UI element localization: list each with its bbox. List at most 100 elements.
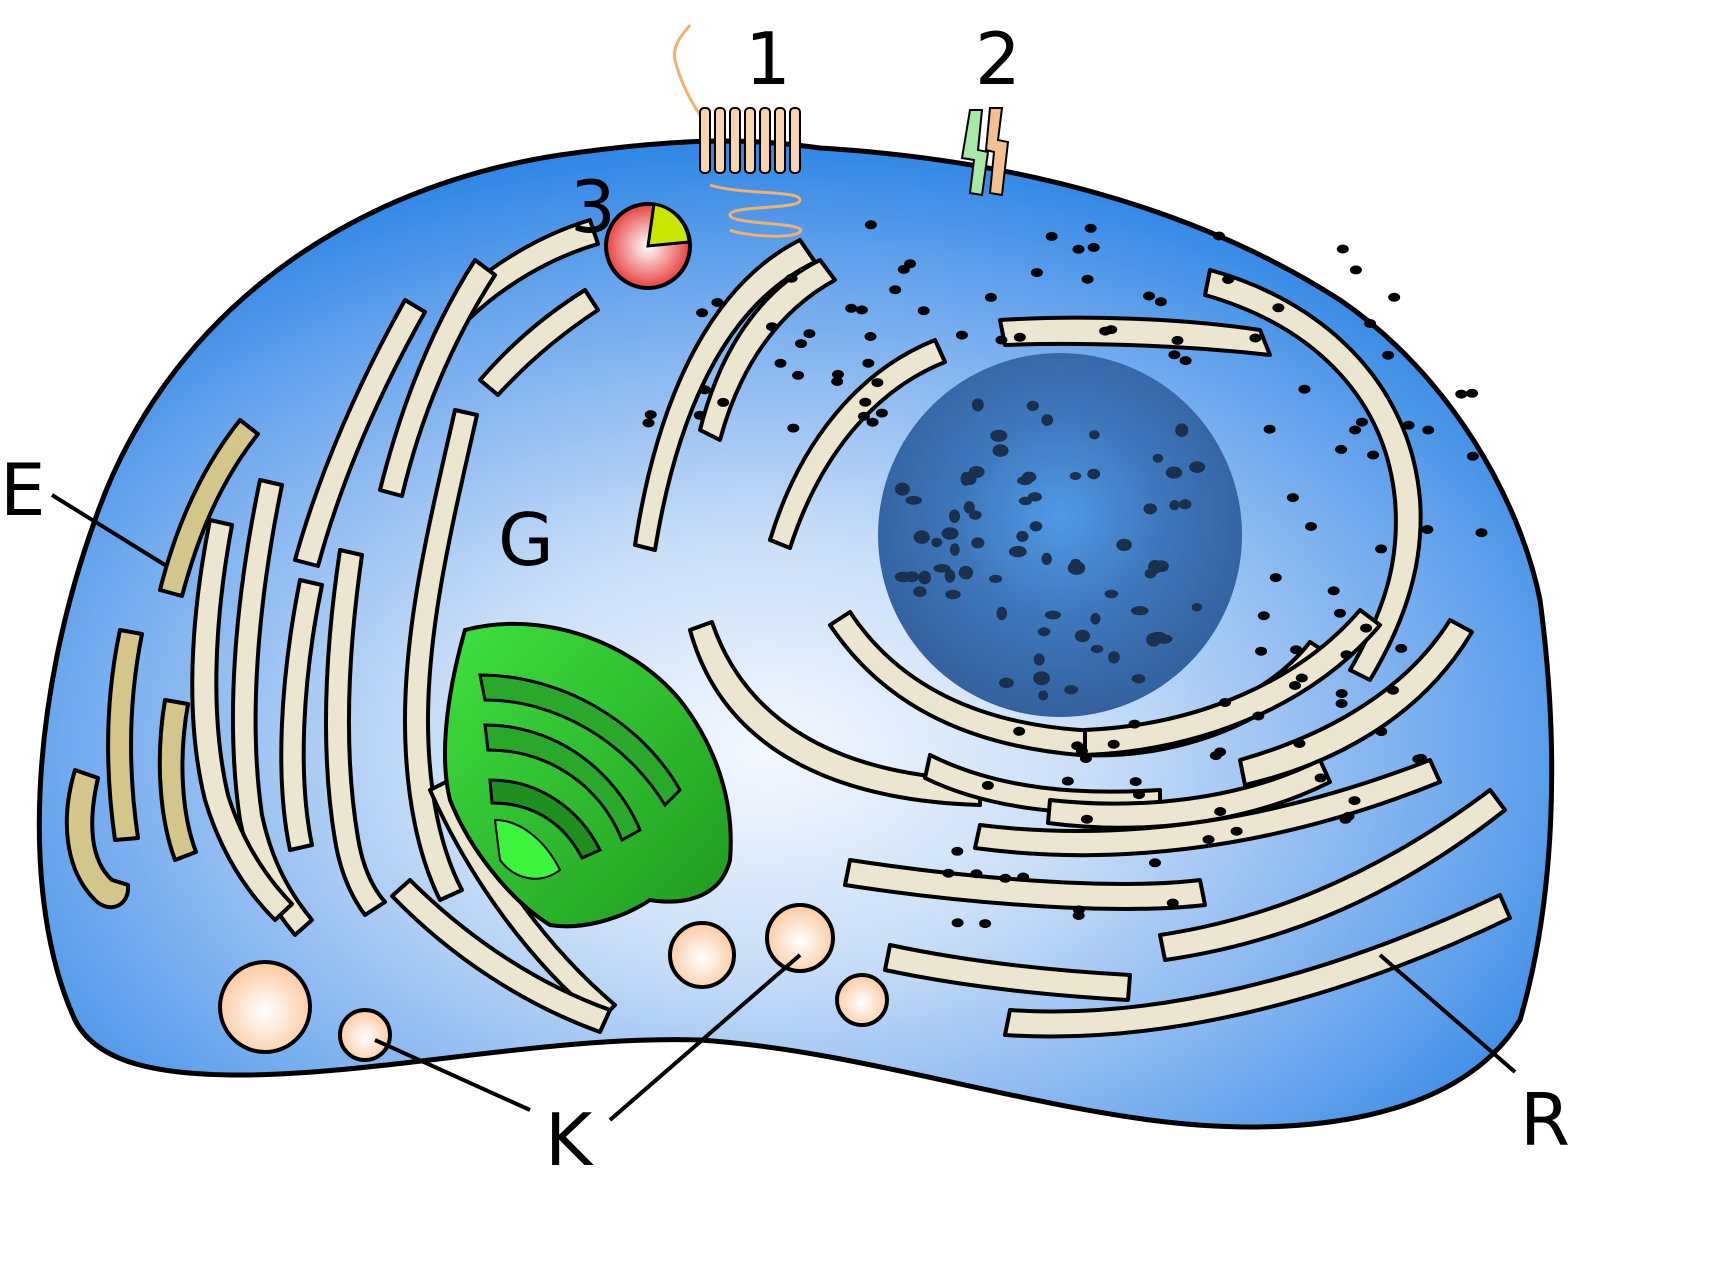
transmembrane-helix <box>759 107 771 174</box>
chromatin-dot <box>1069 472 1082 480</box>
ribosome <box>1475 528 1488 538</box>
ribosome <box>1360 623 1373 633</box>
rough-er-cisterna <box>633 238 817 552</box>
vesicle <box>338 1008 392 1062</box>
ribosome <box>1179 356 1192 366</box>
ribosome <box>1286 493 1299 503</box>
ribosome <box>1293 739 1306 748</box>
leader-line-K-right <box>608 953 802 1122</box>
ribosome <box>1263 424 1276 434</box>
vesicle <box>668 921 736 989</box>
receptor-2-dimer <box>960 107 1010 197</box>
chromatin-dot <box>1191 603 1203 612</box>
chromatin-dot <box>1165 466 1183 479</box>
chromatin-dot <box>1017 476 1033 486</box>
ribosome <box>1079 754 1092 763</box>
chromatin-dot <box>1178 499 1192 510</box>
ribosome <box>1466 388 1479 398</box>
ribosome <box>981 780 994 790</box>
ribosome <box>774 358 787 368</box>
chromatin-dot <box>1131 606 1149 616</box>
chromatin-dot <box>999 677 1014 688</box>
ribosome <box>766 322 778 332</box>
chromatin-dot <box>894 482 910 496</box>
ribosome <box>1219 698 1231 707</box>
chromatin-dot <box>971 398 984 412</box>
chromatin-dot <box>958 565 974 580</box>
ribosome <box>1072 911 1085 920</box>
ribosome <box>1375 544 1388 554</box>
chromatin-dot <box>992 444 1009 457</box>
rough-er-cisterna <box>883 943 1132 1002</box>
ribosome <box>693 410 706 420</box>
ribosome <box>1154 297 1167 307</box>
ribosome <box>1129 777 1142 787</box>
ribosome <box>859 397 872 407</box>
vesicle <box>218 960 312 1054</box>
ribosome <box>1364 319 1377 328</box>
chromatin-dot <box>1152 453 1164 463</box>
rough-er-cisterna <box>698 258 837 442</box>
ribosome <box>864 332 877 341</box>
ribosome <box>1342 811 1355 821</box>
label-2: 2 <box>975 17 1021 101</box>
ribosome <box>1422 425 1435 435</box>
ribosome <box>1289 681 1301 690</box>
ribosome <box>642 418 655 428</box>
transmembrane-helix <box>699 107 711 174</box>
ribosome <box>1340 650 1353 660</box>
chromatin-dot <box>1104 589 1119 599</box>
golgi-cisterna <box>478 673 682 808</box>
smooth-er-tubule <box>390 878 612 1034</box>
chromatin-dot <box>1033 653 1045 666</box>
ribosome <box>1336 244 1349 254</box>
chromatin-dot <box>1064 685 1078 695</box>
ribosome <box>1045 231 1058 241</box>
ribosome <box>1334 608 1346 618</box>
ribosome <box>1222 275 1235 284</box>
ribosome <box>1387 685 1399 695</box>
chromatin-dot <box>1108 651 1120 664</box>
ribosome <box>1214 807 1227 816</box>
chromatin-dot <box>1143 503 1158 515</box>
chromatin-dot <box>990 429 1008 442</box>
rough-er-cisterna <box>1046 758 1332 830</box>
ribosome <box>857 411 870 421</box>
ribosome <box>951 846 964 856</box>
ribosome <box>1249 333 1262 343</box>
ribosome <box>1213 231 1225 241</box>
ribosome <box>1171 335 1184 345</box>
rough-er-cisterna <box>768 338 947 550</box>
vesicle <box>835 973 889 1027</box>
ribosome <box>970 869 983 879</box>
ribosome <box>787 423 800 433</box>
ribosome <box>1214 747 1227 757</box>
smooth-er-tubule <box>279 578 324 852</box>
chromatin-dot <box>996 606 1008 621</box>
smooth-er-tubule <box>106 628 144 842</box>
chromatin-dot <box>960 471 972 486</box>
ribosome <box>1257 611 1270 621</box>
chromatin-dot <box>1038 690 1049 701</box>
ribosome <box>1455 389 1468 399</box>
chromatin-dot <box>931 537 943 548</box>
ribosome <box>831 377 844 386</box>
label-1: 1 <box>745 17 791 101</box>
chromatin-dot <box>941 527 959 540</box>
ribosome <box>1017 872 1030 882</box>
ribosome <box>871 378 884 388</box>
golgi-cisterna <box>488 778 603 860</box>
ribosome <box>917 306 930 316</box>
ribosome <box>1168 350 1181 360</box>
ribosome <box>1382 350 1395 360</box>
label-G: G <box>498 498 554 582</box>
chromatin-dot <box>968 510 982 520</box>
ribosome <box>1202 835 1215 844</box>
ribosome <box>696 308 709 318</box>
ribosome <box>1133 790 1145 800</box>
ribosome <box>1298 384 1311 394</box>
ribosome <box>875 408 888 418</box>
ribosome <box>1367 450 1380 460</box>
ribosome <box>1335 699 1348 708</box>
lysosome <box>604 202 692 290</box>
